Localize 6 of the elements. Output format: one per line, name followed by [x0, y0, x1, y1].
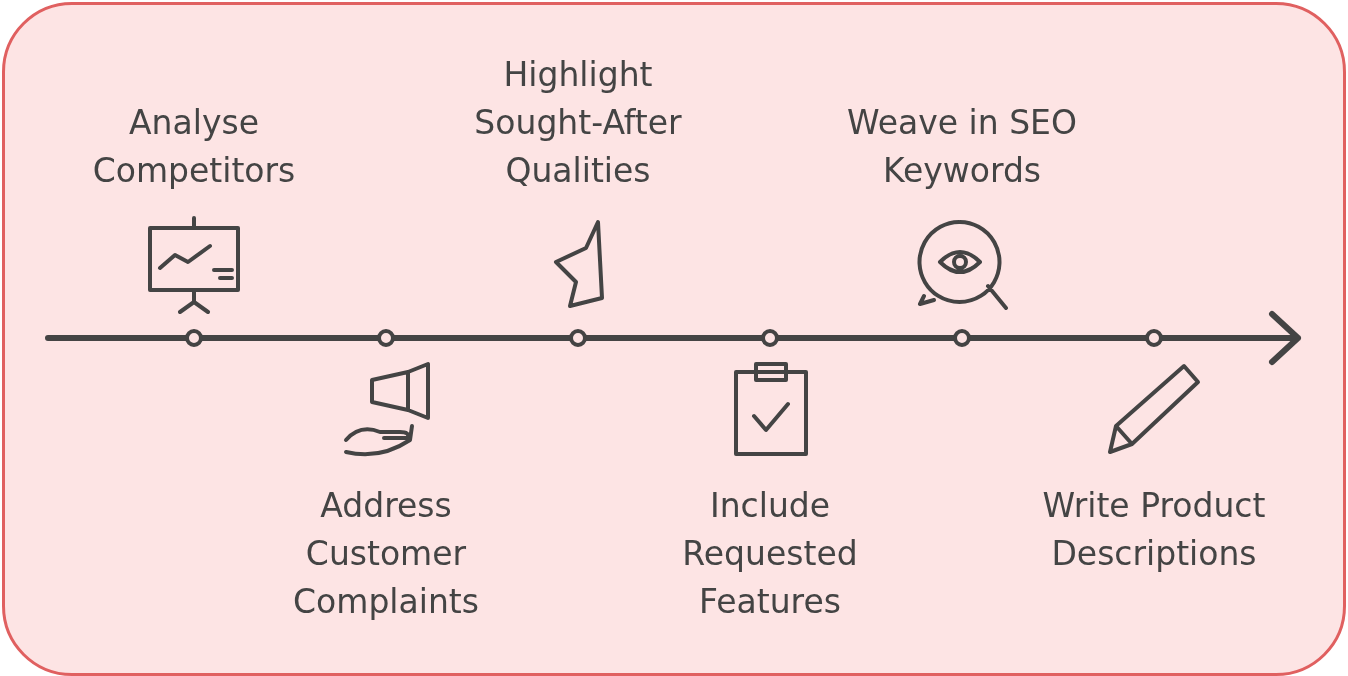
- milestone-label: Highlight Sought-After Qualities: [473, 54, 683, 192]
- milestone-label: Analyse Competitors: [91, 102, 297, 192]
- milestone-label: Include Requested Features: [681, 485, 859, 623]
- milestone-label: Weave in SEO Keywords: [846, 102, 1078, 192]
- milestone-label: Write Product Descriptions: [1041, 485, 1267, 575]
- milestone-label: Address Customer Complaints: [292, 485, 480, 623]
